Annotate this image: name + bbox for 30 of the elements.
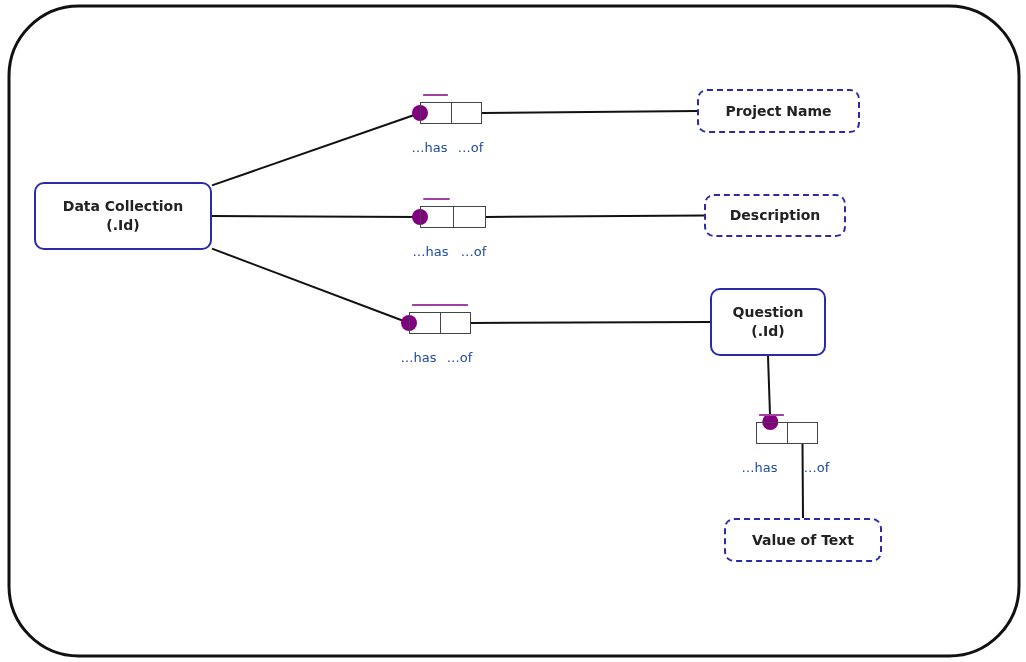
value-type-box — [724, 518, 882, 562]
role-reading: …has — [411, 140, 448, 155]
value-type-box — [704, 194, 846, 237]
node-label: Description — [729, 206, 821, 225]
connector-line — [485, 214, 705, 218]
connector-line — [801, 443, 804, 519]
node-label: Value of Text — [751, 530, 855, 550]
connector-line — [211, 209, 428, 225]
role-reading: …of — [457, 140, 484, 155]
connector-line — [211, 105, 428, 187]
fact-type-box — [409, 312, 471, 334]
role-reading: …has — [412, 244, 449, 259]
connector-line — [211, 247, 417, 331]
fact-type-box — [420, 102, 482, 124]
connector-line — [762, 355, 779, 430]
connector-line — [470, 321, 711, 324]
value-type-box — [697, 89, 860, 133]
role-reading: …of — [446, 350, 473, 365]
entity-type-box — [34, 182, 212, 250]
entity-type-box — [710, 288, 826, 356]
role-reading: …has — [741, 460, 778, 475]
node-label: Data Collection (.Id) — [61, 197, 185, 235]
node-label: Question (.Id) — [731, 303, 805, 341]
role-reading: …of — [460, 244, 487, 259]
node-label: Project Name — [725, 101, 832, 121]
fact-type-box — [420, 206, 486, 228]
role-reading: …has — [400, 350, 437, 365]
role-reading: …of — [803, 460, 830, 475]
connector-line — [481, 110, 698, 114]
fact-type-box — [756, 422, 818, 444]
